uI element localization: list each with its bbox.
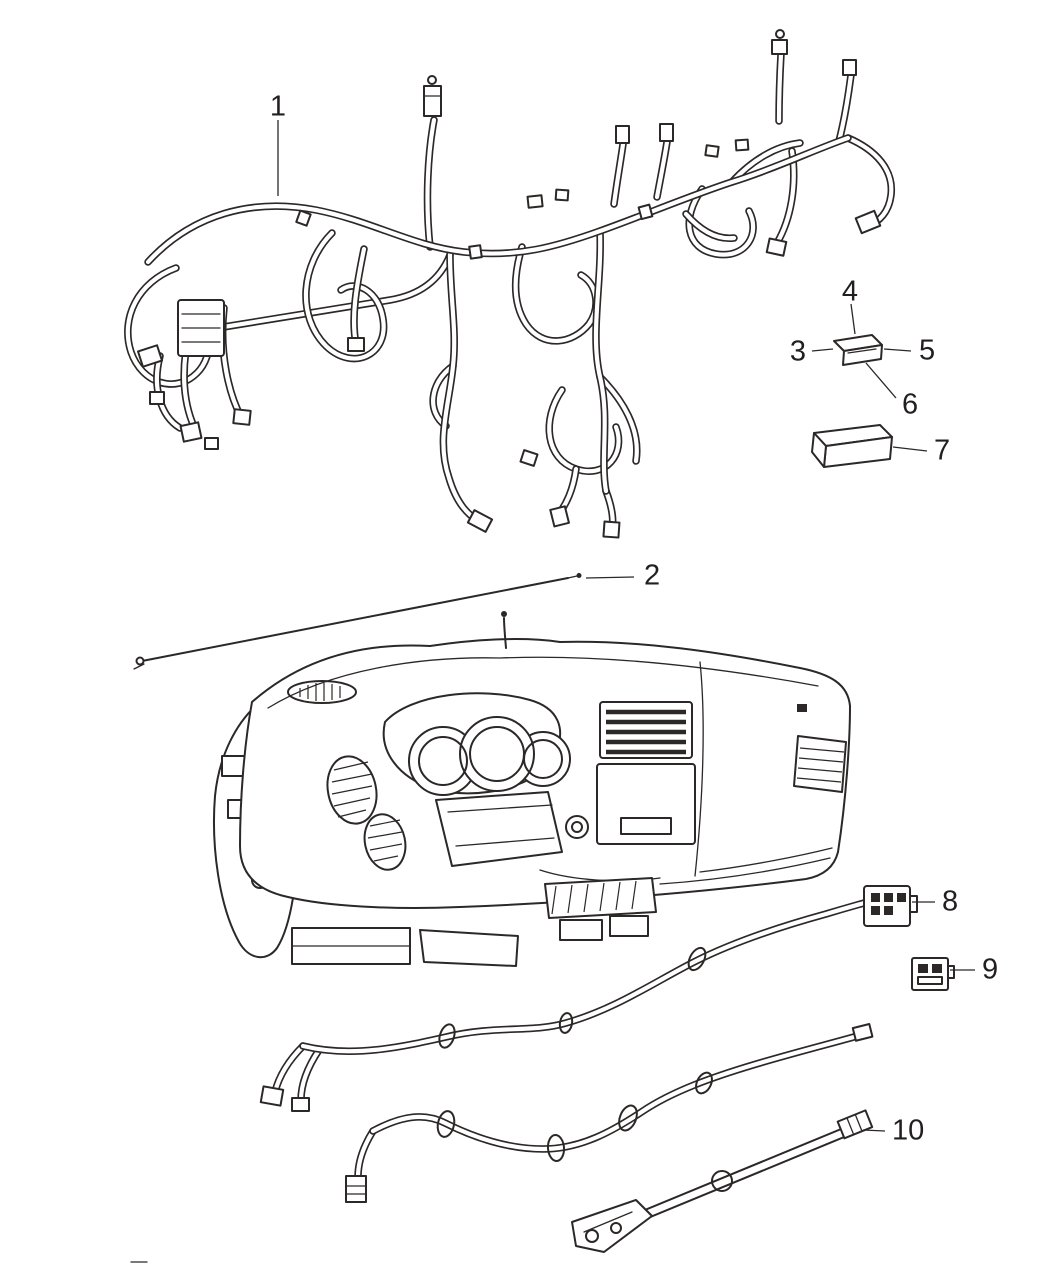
callout-4-leader xyxy=(850,303,856,335)
module-box-drawing xyxy=(811,424,893,468)
callout-10-label: 10 xyxy=(892,1114,925,1147)
callout-9: 9 xyxy=(982,953,999,986)
callout-7: 7 xyxy=(934,434,951,467)
callout-2: 2 xyxy=(644,559,661,592)
harness-connectors xyxy=(137,29,882,539)
callout-1: 1 xyxy=(269,90,287,123)
callout-6: 6 xyxy=(902,388,919,421)
callout-7-label: 7 xyxy=(934,434,951,467)
callout-5-leader xyxy=(883,348,912,352)
callout-8: 8 xyxy=(942,885,959,918)
callout-9-label: 9 xyxy=(982,953,999,986)
connector-8-drawing xyxy=(863,885,918,927)
wiring-harness-drawing xyxy=(128,29,892,539)
callout-10: 10 xyxy=(892,1114,925,1147)
callout-8-label: 8 xyxy=(942,885,959,918)
callout-3-label: 3 xyxy=(789,335,806,368)
callout-leader-lines xyxy=(277,120,975,1132)
callout-5: 5 xyxy=(919,334,936,367)
callout-10-leader xyxy=(862,1129,886,1132)
callout-3: 3 xyxy=(789,335,806,368)
connector-9-drawing xyxy=(911,957,955,991)
antenna-cable-drawing xyxy=(133,573,582,670)
instrument-panel-drawing xyxy=(213,611,851,967)
callout-2-label: 2 xyxy=(644,559,661,592)
callout-2-leader xyxy=(585,576,635,579)
callout-6-label: 6 xyxy=(902,388,919,421)
callout-3-leader xyxy=(811,348,834,352)
callout-4: 4 xyxy=(841,275,859,308)
callout-6-leader xyxy=(865,362,897,399)
part-10-harness-drawing xyxy=(571,1109,874,1253)
callout-5-label: 5 xyxy=(919,334,936,367)
small-module-drawing xyxy=(833,334,883,366)
jumper-cable-drawing xyxy=(345,1023,874,1203)
callout-4-label: 4 xyxy=(841,275,859,308)
callout-1-label: 1 xyxy=(269,90,287,123)
callout-7-leader xyxy=(892,446,928,452)
console-cable-drawing xyxy=(259,903,864,1112)
